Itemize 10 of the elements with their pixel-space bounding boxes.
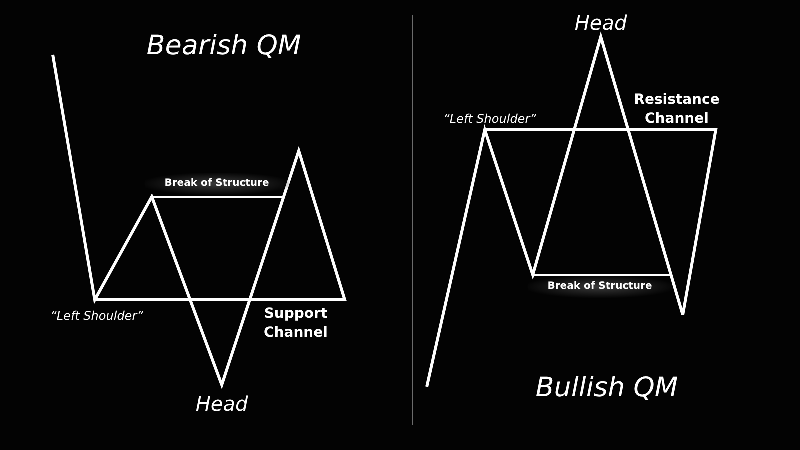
point-label: “Left Shoulder” <box>50 310 144 322</box>
level-label: Support Channel <box>263 305 329 343</box>
pattern-title: Bullish QM <box>536 374 678 402</box>
level-label: Break of Structure <box>528 276 672 298</box>
point-label: “Left Shoulder” <box>444 113 536 125</box>
pattern-title: Bearish QM <box>146 32 302 60</box>
level-label: Break of Structure <box>144 173 290 195</box>
point-label: Head <box>196 394 248 414</box>
level-label: Resistance Channel <box>633 91 721 129</box>
point-label: Head <box>574 13 628 33</box>
